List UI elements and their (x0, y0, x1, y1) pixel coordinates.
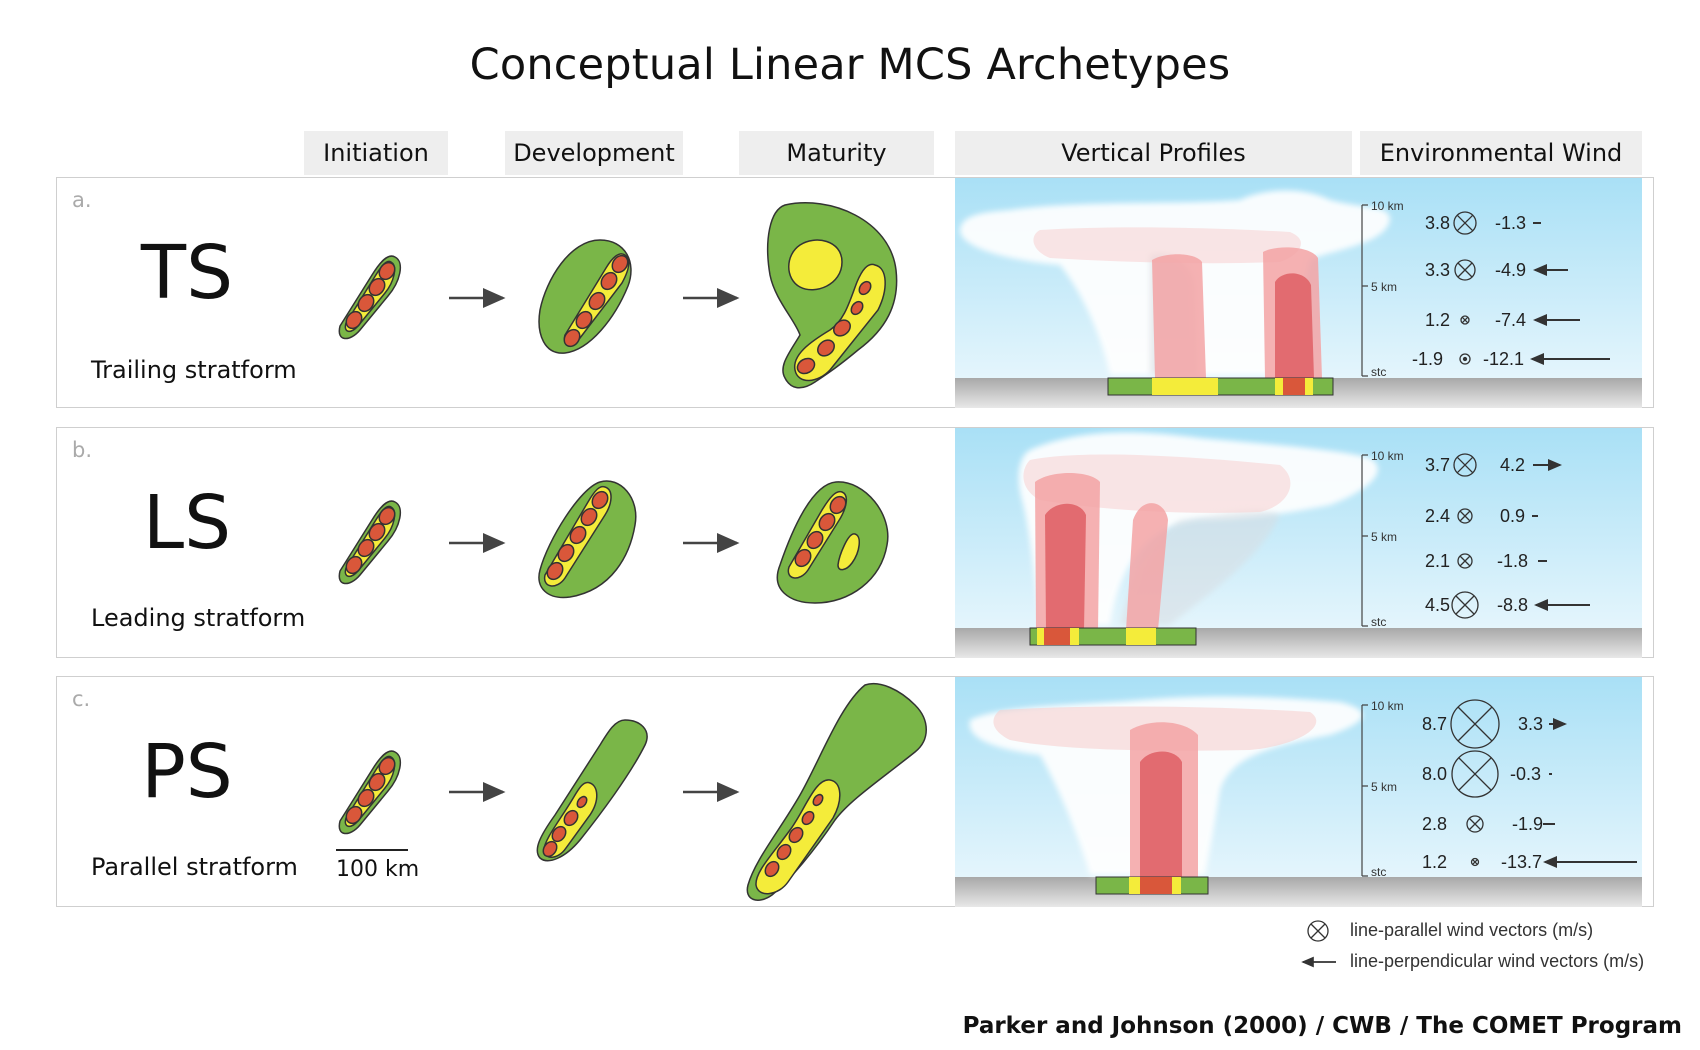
wind-parallel-value: 2.8 (1422, 814, 1447, 834)
vertical-profile-ts (955, 178, 1642, 408)
altitude-label: stc (1371, 865, 1386, 879)
updraft-outer (1152, 254, 1206, 378)
development-shape-ls (538, 480, 637, 599)
maturity-shape-ls (776, 481, 889, 604)
scale-bar-label: 100 km (336, 857, 420, 882)
wind-perp-value: -8.8 (1497, 595, 1528, 615)
wind-parallel-value: 2.4 (1425, 506, 1450, 526)
crossed-circle-icon (1454, 259, 1476, 281)
crossed-circle-icon (1460, 315, 1470, 325)
wind-perp-value: -7.4 (1495, 310, 1526, 330)
wind-perp-value: -1.8 (1497, 551, 1528, 571)
wind-parallel-value: 8.7 (1422, 714, 1447, 734)
credit-line: Parker and Johnson (2000) / CWB / The CO… (962, 1013, 1682, 1039)
wind-perp-value: -13.7 (1501, 852, 1542, 872)
initiation-cell-line (338, 500, 402, 585)
maturity-shape-ts (767, 202, 898, 389)
altitude-label: stc (1371, 365, 1386, 379)
dotted-circle-icon (1459, 353, 1471, 365)
wind-parallel-value: 8.0 (1422, 764, 1447, 784)
legend-parallel: line-parallel wind vectors (m/s) (1350, 920, 1594, 940)
perpendicular-wind-arrows (1530, 222, 1637, 868)
wind-perp-value: -12.1 (1483, 349, 1524, 369)
archetype-name: Trailing stratform (91, 356, 297, 384)
wind-perp-value: 3.3 (1518, 714, 1543, 734)
parallel-wind-symbols (1450, 211, 1500, 867)
altitude-axes (1361, 204, 1368, 877)
maturity-shape-ps (746, 683, 927, 901)
archetype-name: Leading stratform (91, 604, 306, 632)
scale-bar (336, 849, 408, 851)
wind-parallel-value: 2.1 (1425, 551, 1450, 571)
archetype-abbreviation: LS (142, 480, 232, 566)
archetype-name: Parallel stratform (91, 853, 298, 881)
wind-parallel-value: 3.3 (1425, 260, 1450, 280)
wind-values: 3.8 -1.3 3.3 -4.9 1.2 -7.4 -1.9 -12.1 3.… (1412, 213, 1543, 872)
crossed-circle-icon (1466, 815, 1484, 833)
column-header-maturity: Maturity (739, 131, 934, 175)
archetype-abbreviation: PS (141, 729, 233, 815)
wind-parallel-value: 3.8 (1425, 213, 1450, 233)
crossed-circle-icon (1453, 453, 1477, 477)
crossed-circle-icon (1307, 920, 1329, 942)
panel-letter: b. (72, 438, 93, 462)
crossed-circle-icon (1470, 857, 1480, 867)
altitude-label: 10 km (1371, 699, 1404, 713)
wind-perp-value: -0.3 (1510, 764, 1541, 784)
archetype-abbreviation: TS (140, 230, 234, 316)
crossed-circle-icon (1453, 211, 1477, 235)
wind-perp-value: -4.9 (1495, 260, 1526, 280)
column-header-environmental-wind: Environmental Wind (1360, 131, 1642, 175)
wind-perp-value: 4.2 (1500, 455, 1525, 475)
updraft-core (1140, 751, 1182, 880)
crossed-circle-icon (1457, 553, 1473, 569)
evolution-arrows (449, 288, 740, 802)
crossed-circle-icon (1450, 699, 1500, 749)
legend-perpendicular: line-perpendicular wind vectors (m/s) (1350, 951, 1645, 971)
ground (955, 877, 1642, 907)
updraft-outer (1126, 503, 1168, 630)
initiation-cell-line (338, 255, 402, 340)
column-header-vertical-profiles: Vertical Profiles (955, 131, 1352, 175)
altitude-label: 5 km (1371, 280, 1397, 294)
crossed-circle-icon (1457, 508, 1473, 524)
crossed-circle-icon (1451, 750, 1499, 798)
wind-perp-value: -1.3 (1495, 213, 1526, 233)
vertical-profile-ls (955, 428, 1642, 658)
updraft-core (1275, 273, 1314, 378)
altitude-label: 5 km (1371, 780, 1397, 794)
development-shape-ts (538, 239, 632, 354)
wind-parallel-value: 1.2 (1425, 310, 1450, 330)
crossed-circle-icon (1451, 591, 1479, 619)
wind-parallel-value: -1.9 (1412, 349, 1443, 369)
wind-parallel-value: 1.2 (1422, 852, 1447, 872)
page-title: Conceptual Linear MCS Archetypes (469, 40, 1231, 90)
panel-letter: a. (72, 188, 92, 212)
wind-perp-value: 0.9 (1500, 506, 1525, 526)
altitude-label: 5 km (1371, 530, 1397, 544)
wind-parallel-value: 3.7 (1425, 455, 1450, 475)
updraft-core (1045, 503, 1086, 630)
development-shape-ps (536, 719, 648, 862)
altitude-label: 10 km (1371, 199, 1404, 213)
wind-perp-value: -1.9 (1512, 814, 1543, 834)
panel-letter: c. (72, 687, 91, 711)
column-header-development: Development (505, 131, 683, 175)
altitude-label: stc (1371, 615, 1386, 629)
initiation-cell-line (338, 750, 402, 835)
altitude-label: 10 km (1371, 449, 1404, 463)
vertical-profile-ps (955, 677, 1642, 907)
column-header-initiation: Initiation (304, 131, 448, 175)
wind-parallel-value: 4.5 (1425, 595, 1450, 615)
